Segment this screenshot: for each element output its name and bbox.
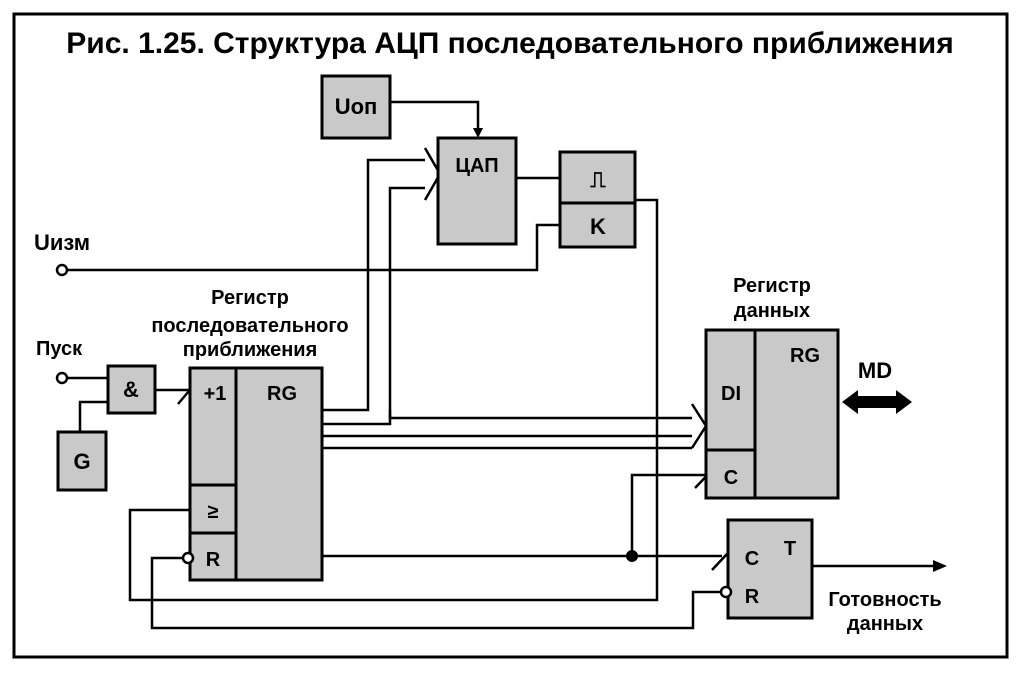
data-caption-line1: Регистр (733, 275, 811, 297)
comparator-block: ⎍ K (558, 150, 637, 249)
md-label: MD (858, 358, 892, 383)
sar-caption-line2: последовательного (151, 315, 348, 337)
u-izm-label: Uизм (34, 230, 90, 255)
and-gate-label: & (123, 377, 139, 402)
figure-title: Рис. 1.25. Структура АЦП последовательно… (66, 27, 953, 60)
trigger-block: C T R (719, 518, 814, 620)
sar-ge-label: ≥ (208, 501, 219, 523)
trigger-r-inverting-input (719, 585, 733, 599)
trigger-t-label: T (784, 538, 796, 560)
data-di-label: DI (721, 383, 741, 405)
trigger-c-label: C (745, 548, 759, 570)
comparator-symbol: ⎍ (590, 167, 606, 192)
sar-caption-line3: приближения (183, 339, 318, 361)
and-gate: & (106, 364, 157, 415)
u-izm-terminal (55, 263, 69, 277)
sar-r-inverting-input (181, 551, 195, 565)
pusk-terminal (55, 371, 69, 385)
data-c-label: C (724, 467, 738, 489)
ready-label-line1: Готовность (828, 589, 941, 611)
dac-label: ЦАП (455, 155, 498, 177)
junction-node (626, 550, 638, 562)
sar-rg-label: RG (267, 383, 297, 405)
buses (322, 147, 708, 450)
outer-frame (12, 12, 1009, 659)
ready-label-line2: данных (847, 613, 923, 635)
generator-block: G (56, 430, 108, 492)
uop-block: Uоп (320, 74, 392, 140)
md-double-arrow (842, 390, 912, 414)
data-caption-line2: данных (734, 300, 810, 322)
sar-r-label: R (206, 549, 221, 571)
dac-block: ЦАП (436, 136, 518, 246)
sar-register: +1 RG ≥ R (181, 366, 324, 582)
data-register: RG DI C (704, 328, 840, 500)
data-rg-label: RG (790, 345, 820, 367)
sar-caption-line1: Регистр (211, 287, 289, 309)
generator-label: G (73, 449, 90, 474)
trigger-r-label: R (745, 586, 760, 608)
sar-plus1-label: +1 (204, 383, 227, 405)
uop-label: Uоп (335, 94, 378, 119)
pusk-label: Пуск (36, 338, 83, 360)
comparator-k-label: K (590, 214, 606, 239)
